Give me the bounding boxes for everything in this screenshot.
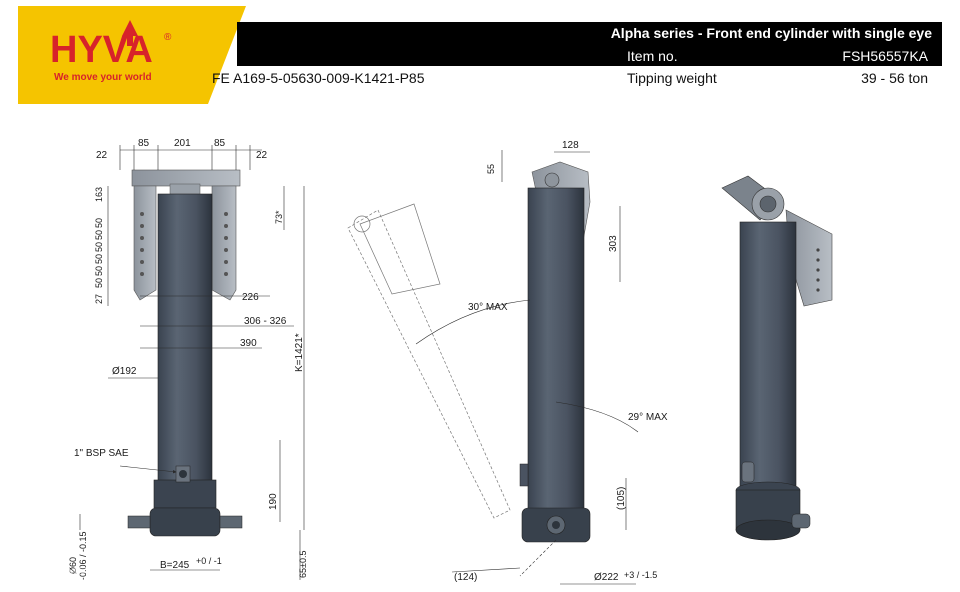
- hole-spacing-1: 50: [94, 218, 104, 228]
- hole-spacing-6: 50: [94, 278, 104, 288]
- side-view: 128 55 303 30° MAX 29° MAX (105) (124) Ø…: [347, 140, 668, 585]
- dim-190: 190: [268, 493, 279, 510]
- dim-dia-222: Ø222: [594, 572, 619, 583]
- dim-201: 201: [174, 138, 191, 149]
- dim-85-left: 85: [138, 138, 150, 149]
- front-left-plate: [133, 185, 157, 301]
- dim-k-1421: K=1421*: [294, 333, 305, 372]
- iso-bottom-eye: [735, 519, 801, 541]
- iso-cylinder-body: [739, 221, 797, 491]
- dim-73: 73*: [274, 210, 284, 224]
- tilted-outline: [347, 203, 511, 519]
- dim-105: (105): [616, 487, 627, 510]
- angle-30-max: 30° MAX: [468, 302, 508, 313]
- dim-dia-60: Ø60: [68, 557, 78, 574]
- dim-303: 303: [608, 235, 619, 252]
- watermark: AUTOLINE: [8, 565, 88, 582]
- dim-22-right: 22: [256, 150, 268, 161]
- logo-tagline: We move your world: [54, 72, 152, 83]
- item-number-value: FSH56557KA: [842, 48, 928, 64]
- dim-85-right: 85: [214, 138, 226, 149]
- dim-27: 27: [94, 294, 104, 304]
- product-code: FE A169-5-05630-009-K1421-P85: [212, 70, 425, 86]
- dim-dia-192: Ø192: [112, 366, 137, 377]
- item-number-label: Item no.: [627, 48, 678, 64]
- dim-163: 163: [94, 187, 104, 202]
- dim-tol-222: +3 / -1.5: [624, 570, 657, 580]
- tipping-weight-value: 39 - 56 ton: [861, 70, 928, 86]
- dim-226: 226: [242, 292, 259, 303]
- label-bsp-sae: 1" BSP SAE: [74, 448, 129, 459]
- logo-arrow-icon: [122, 20, 138, 46]
- dim-tol-60: -0.06 / -0.15: [78, 531, 88, 580]
- dim-b-245: B=245: [160, 560, 190, 571]
- product-title: Alpha series - Front end cylinder with s…: [610, 25, 932, 41]
- dim-390: 390: [240, 338, 257, 349]
- dim-306-326: 306 - 326: [244, 316, 287, 327]
- front-top-bracket: [131, 169, 241, 187]
- technical-drawing: 22 85 201 85 22 163 73* 50 50 50 50 50 5…: [8, 138, 833, 585]
- hole-spacing-4: 50: [94, 254, 104, 264]
- angle-29-max: 29° MAX: [628, 412, 668, 423]
- dim-128: 128: [562, 140, 579, 151]
- dim-55: 55: [486, 164, 496, 174]
- side-cylinder-body: [527, 187, 585, 511]
- tipping-weight-label: Tipping weight: [627, 70, 717, 86]
- hole-spacing-3: 50: [94, 242, 104, 252]
- front-cylinder-body: [157, 193, 213, 507]
- dim-22-left: 22: [96, 150, 108, 161]
- hole-spacing-2: 50: [94, 230, 104, 240]
- front-bottom-eye: [149, 507, 221, 537]
- dim-124: (124): [454, 572, 477, 583]
- dim-tol-b: +0 / -1: [196, 556, 222, 566]
- front-right-plate: [211, 185, 237, 301]
- isometric-view: [721, 175, 833, 541]
- hole-spacing-5: 50: [94, 266, 104, 276]
- logo-registered-mark: ®: [164, 32, 172, 43]
- hyva-logo: HYVA ® We move your world: [18, 6, 246, 104]
- dim-65: 65±0.5: [298, 551, 308, 578]
- front-view: 22 85 201 85 22 163 73* 50 50 50 50 50 5…: [68, 138, 308, 580]
- hole-spacing-list: 50 50 50 50 50 50: [94, 218, 104, 288]
- header-bar: [237, 22, 942, 66]
